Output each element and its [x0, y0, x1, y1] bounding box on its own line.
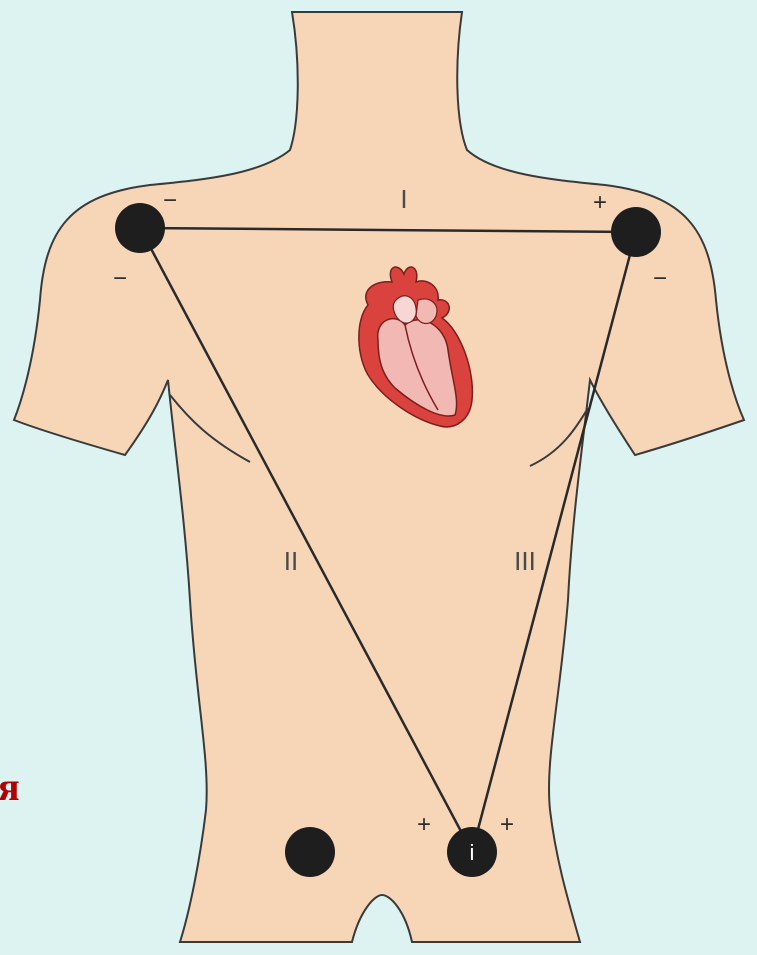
left-leg-electrode-marker: i	[470, 840, 475, 865]
lead-I-label: I	[400, 184, 407, 214]
right-arm-electrode	[115, 203, 165, 253]
lead-II-label: II	[284, 546, 298, 576]
sign-la-lead-III: −	[653, 265, 667, 292]
torso-silhouette	[14, 12, 744, 942]
right-leg-electrode	[285, 827, 335, 877]
sign-la-lead-I: +	[593, 189, 607, 216]
cutoff-red-text: я	[0, 764, 20, 809]
sign-ll-lead-II: +	[417, 811, 431, 838]
left-arm-electrode	[611, 207, 661, 257]
sign-ll-lead-III: +	[500, 811, 514, 838]
sign-ra-lead-II: −	[113, 265, 127, 292]
sign-ra-lead-I: −	[163, 187, 177, 214]
lead-III-label: III	[514, 546, 536, 576]
